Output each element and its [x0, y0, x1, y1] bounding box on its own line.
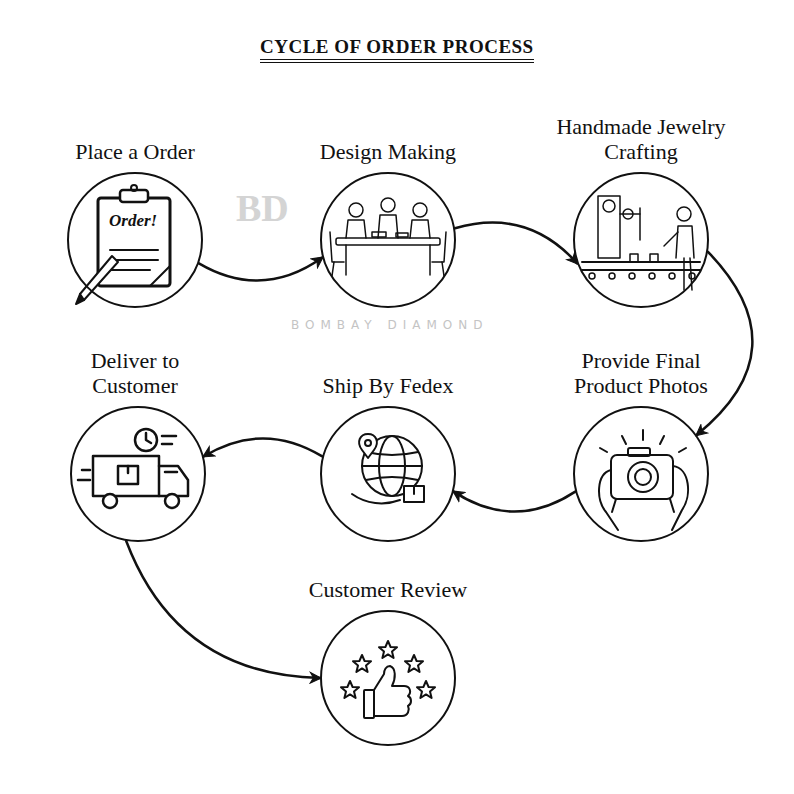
watermark-text: BOMBAY DIAMOND — [291, 318, 488, 332]
step-circle — [67, 172, 203, 308]
flow-arrow — [126, 541, 320, 678]
process-step: Ship By Fedex — [278, 373, 498, 542]
clipboard-icon — [76, 185, 170, 304]
clipboard-text: Order! — [109, 211, 157, 231]
step-heading: Design Making — [278, 139, 498, 164]
review-icon — [341, 641, 435, 718]
flow-arrow — [204, 438, 323, 456]
meeting-icon — [330, 198, 446, 276]
globe-icon — [352, 434, 424, 503]
step-circle — [573, 172, 709, 308]
step-heading: Ship By Fedex — [278, 373, 498, 398]
flow-arrow — [697, 252, 753, 435]
step-heading: Provide Final Product Photos — [556, 348, 726, 398]
flow-arrow — [454, 492, 576, 512]
step-circle — [320, 610, 456, 746]
camera-icon — [599, 430, 688, 530]
step-circle — [70, 406, 206, 542]
watermark-logo: BD — [236, 186, 289, 230]
process-step: Customer Review — [278, 577, 498, 746]
step-heading: Place a Order — [25, 139, 245, 164]
step-heading: Handmade Jewelry Crafting — [546, 114, 736, 164]
process-step: Provide Final Product Photos — [556, 348, 726, 542]
step-heading: Customer Review — [278, 577, 498, 602]
step-circle — [320, 406, 456, 542]
diagram-title: CYCLE OF ORDER PROCESS — [260, 36, 534, 63]
truck-icon — [78, 429, 188, 508]
step-heading: Deliver to Customer — [70, 348, 200, 398]
step-circle — [320, 172, 456, 308]
crafting-icon — [582, 196, 700, 290]
process-step: Deliver to Customer — [70, 348, 200, 542]
process-step: Handmade Jewelry Crafting — [546, 114, 736, 308]
flow-arrow — [199, 258, 322, 281]
process-step: Design Making — [278, 139, 498, 308]
step-circle — [573, 406, 709, 542]
flow-arrow — [455, 223, 577, 264]
